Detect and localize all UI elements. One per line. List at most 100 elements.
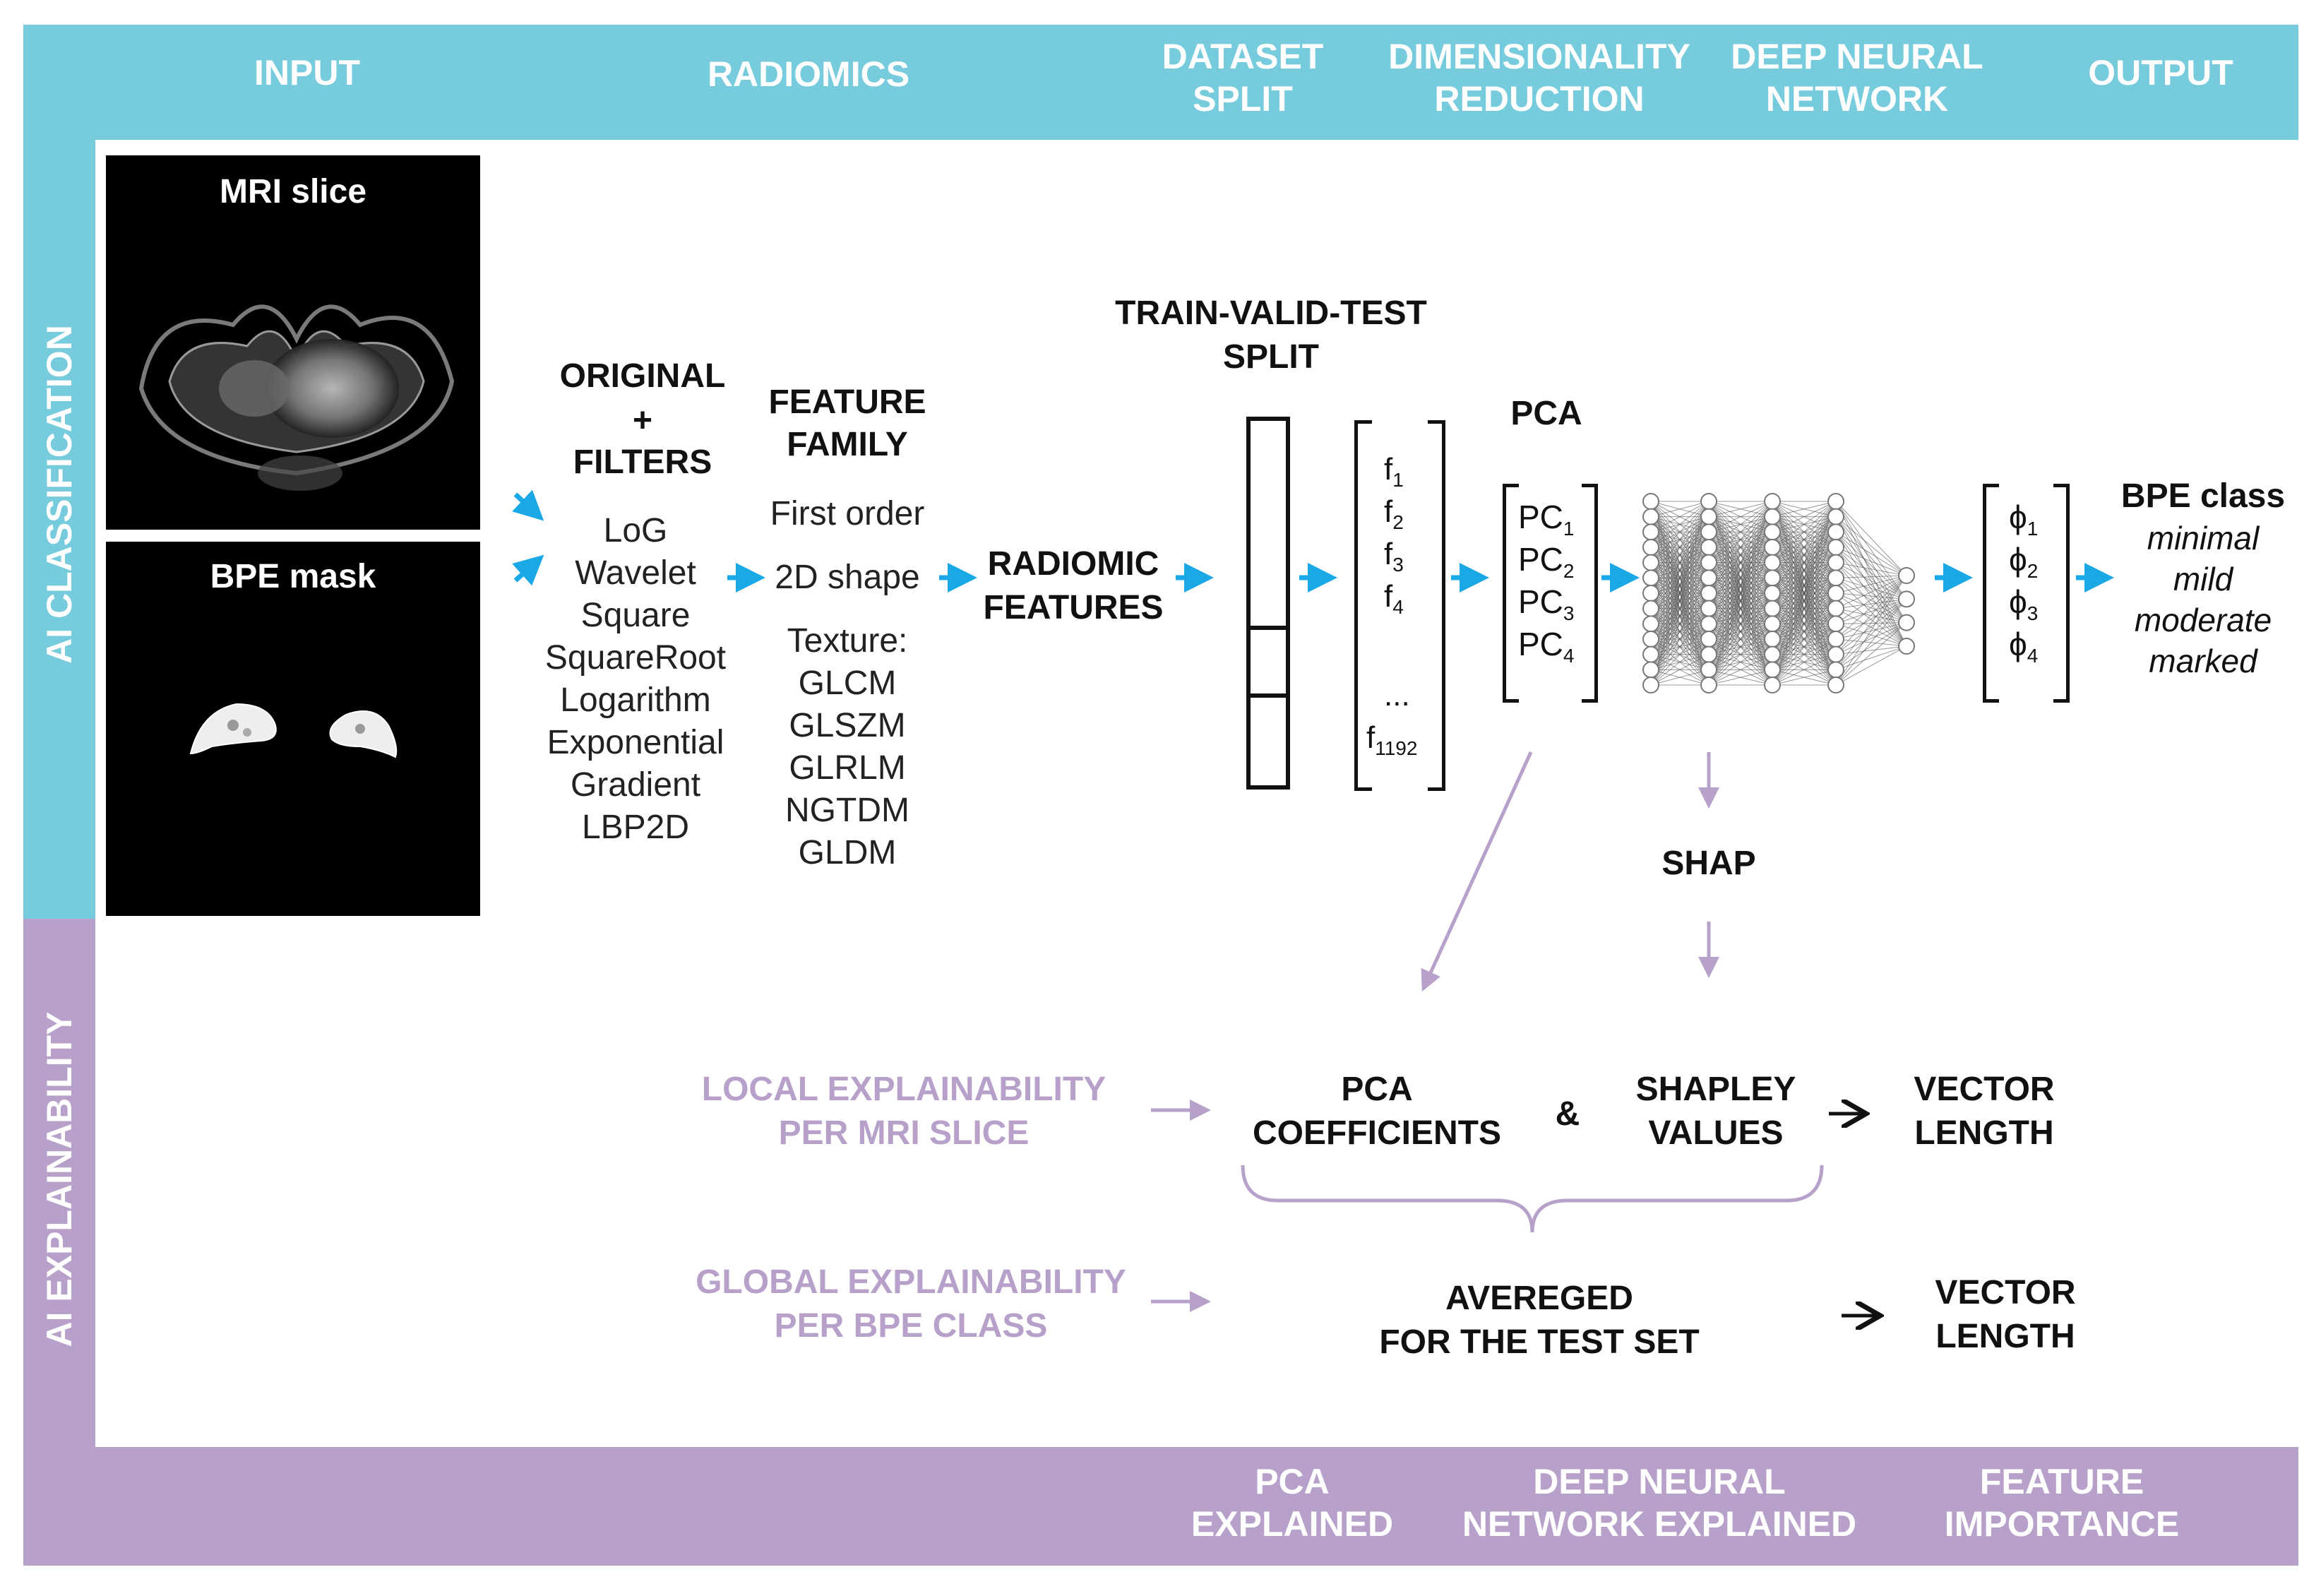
nn-connection: [1650, 532, 1710, 686]
feature-f1: f1: [1384, 452, 1404, 491]
nn-connection: [1835, 575, 1907, 609]
nn-neuron: [1827, 493, 1844, 510]
averaged-test-set-label: AVEREGED FOR THE TEST SET: [1379, 1280, 1700, 1361]
header-output: OUTPUT: [2088, 53, 2233, 93]
nn-connection: [1708, 501, 1773, 640]
header-radiomics: RADIOMICS: [707, 54, 910, 94]
mri-slice-graphic: [138, 304, 455, 491]
nn-neuron: [1700, 600, 1717, 617]
nn-connection: [1708, 501, 1773, 609]
nn-connection: [1772, 501, 1837, 594]
bpe-mask-image: BPE mask: [106, 542, 480, 916]
nn-connection: [1772, 501, 1837, 686]
filter-item: Square: [580, 597, 691, 634]
texture-item: GLRLM: [789, 749, 906, 787]
nn-connection: [1835, 516, 1907, 576]
nn-connection: [1835, 598, 1907, 609]
nn-neuron: [1700, 569, 1717, 587]
nn-connection: [1835, 622, 1907, 655]
pca-pc2: PC2: [1518, 541, 1575, 583]
nn-connection: [1650, 501, 1710, 640]
nn-connection: [1650, 501, 1710, 686]
nn-connection: [1772, 532, 1837, 686]
nn-connection: [1650, 501, 1710, 548]
nn-connection: [1835, 532, 1907, 623]
family-2d-shape: 2D shape: [775, 559, 920, 596]
feature-f3: f3: [1384, 537, 1404, 576]
nn-connection: [1835, 531, 1907, 576]
nn-connection: [1835, 531, 1907, 600]
nn-connection: [1708, 501, 1773, 624]
output-phi2: ϕ2: [2009, 541, 2039, 583]
nn-connection: [1835, 575, 1907, 624]
nn-connection: [1835, 592, 1907, 647]
nn-connection: [1650, 562, 1710, 686]
nn-connection: [1708, 592, 1773, 686]
output-phi1: ϕ1: [2009, 499, 2039, 540]
nn-connection: [1708, 501, 1773, 670]
header-band: [23, 25, 2298, 140]
bpe-class-minimal: minimal: [2147, 520, 2260, 556]
nn-neuron: [1700, 539, 1717, 556]
header-dataset-split: DATASET SPLIT: [1162, 37, 1324, 119]
nn-connection: [1708, 501, 1773, 564]
bpe-mask-graphic: [189, 703, 398, 758]
texture-item: NGTDM: [785, 792, 909, 829]
nn-neuron: [1642, 677, 1659, 693]
feature-family-title: FEATURE FAMILY: [768, 383, 926, 463]
filters-list: LoG Wavelet Square SquareRoot Logarithm …: [523, 510, 748, 849]
nn-connection: [1835, 577, 1907, 600]
nn-connection: [1835, 598, 1907, 655]
bpe-class-title: BPE class: [2120, 477, 2286, 515]
nn-connection: [1772, 501, 1837, 655]
nn-connection: [1835, 622, 1907, 624]
nn-neuron: [1827, 585, 1844, 602]
nn-connection: [1835, 598, 1907, 640]
nn-connection: [1835, 562, 1907, 600]
shap-label: SHAP: [1661, 845, 1756, 882]
nn-connection: [1835, 622, 1907, 670]
pca-pc4: PC4: [1518, 626, 1575, 667]
feature-ellipsis: ...: [1384, 678, 1410, 713]
nn-neuron: [1700, 677, 1717, 693]
nn-connection: [1650, 608, 1710, 686]
texture-item: GLDM: [798, 834, 897, 871]
nn-connection: [1835, 598, 1907, 670]
nn-connection: [1650, 501, 1710, 564]
nn-connection: [1772, 501, 1837, 518]
nn-connection: [1708, 501, 1773, 578]
nn-neuron: [1764, 600, 1781, 617]
nn-connection: [1650, 501, 1710, 670]
filter-item: SquareRoot: [544, 639, 727, 677]
nn-connection: [1835, 575, 1907, 686]
nn-connection: [1772, 501, 1837, 564]
nn-connection: [1772, 654, 1837, 686]
pca-bracket-left: [1503, 484, 1519, 703]
nn-neuron: [1642, 645, 1659, 663]
nn-connection: [1650, 501, 1710, 532]
nn-neuron: [1764, 615, 1781, 633]
nn-connection: [1835, 608, 1907, 624]
nn-connection: [1650, 654, 1710, 686]
nn-connection: [1835, 575, 1907, 594]
nn-connection: [1708, 501, 1773, 532]
nn-neuron: [1700, 631, 1717, 648]
nn-connection: [1708, 669, 1773, 686]
nn-connection: [1835, 532, 1907, 647]
nn-connection: [1772, 501, 1837, 640]
filters-title-original: ORIGINAL: [559, 357, 726, 395]
nn-neuron: [1700, 493, 1717, 510]
neural-network-diagram: [1642, 493, 1915, 693]
nn-connection: [1772, 501, 1837, 532]
nn-connection: [1835, 575, 1907, 578]
footer-dnn-explained: DEEP NEURAL NETWORK EXPLAINED: [1462, 1462, 1857, 1544]
feature-f1192: f1192: [1366, 720, 1418, 759]
nn-connection: [1650, 516, 1710, 686]
nn-neuron: [1764, 631, 1781, 648]
output-bracket-left: [1983, 484, 1999, 703]
nn-connection: [1708, 532, 1773, 686]
pca-title: PCA: [1510, 395, 1582, 432]
texture-item: GLCM: [798, 665, 897, 702]
footer-pca-explained: PCA EXPLAINED: [1191, 1462, 1394, 1544]
footer-band: [23, 1447, 2298, 1566]
